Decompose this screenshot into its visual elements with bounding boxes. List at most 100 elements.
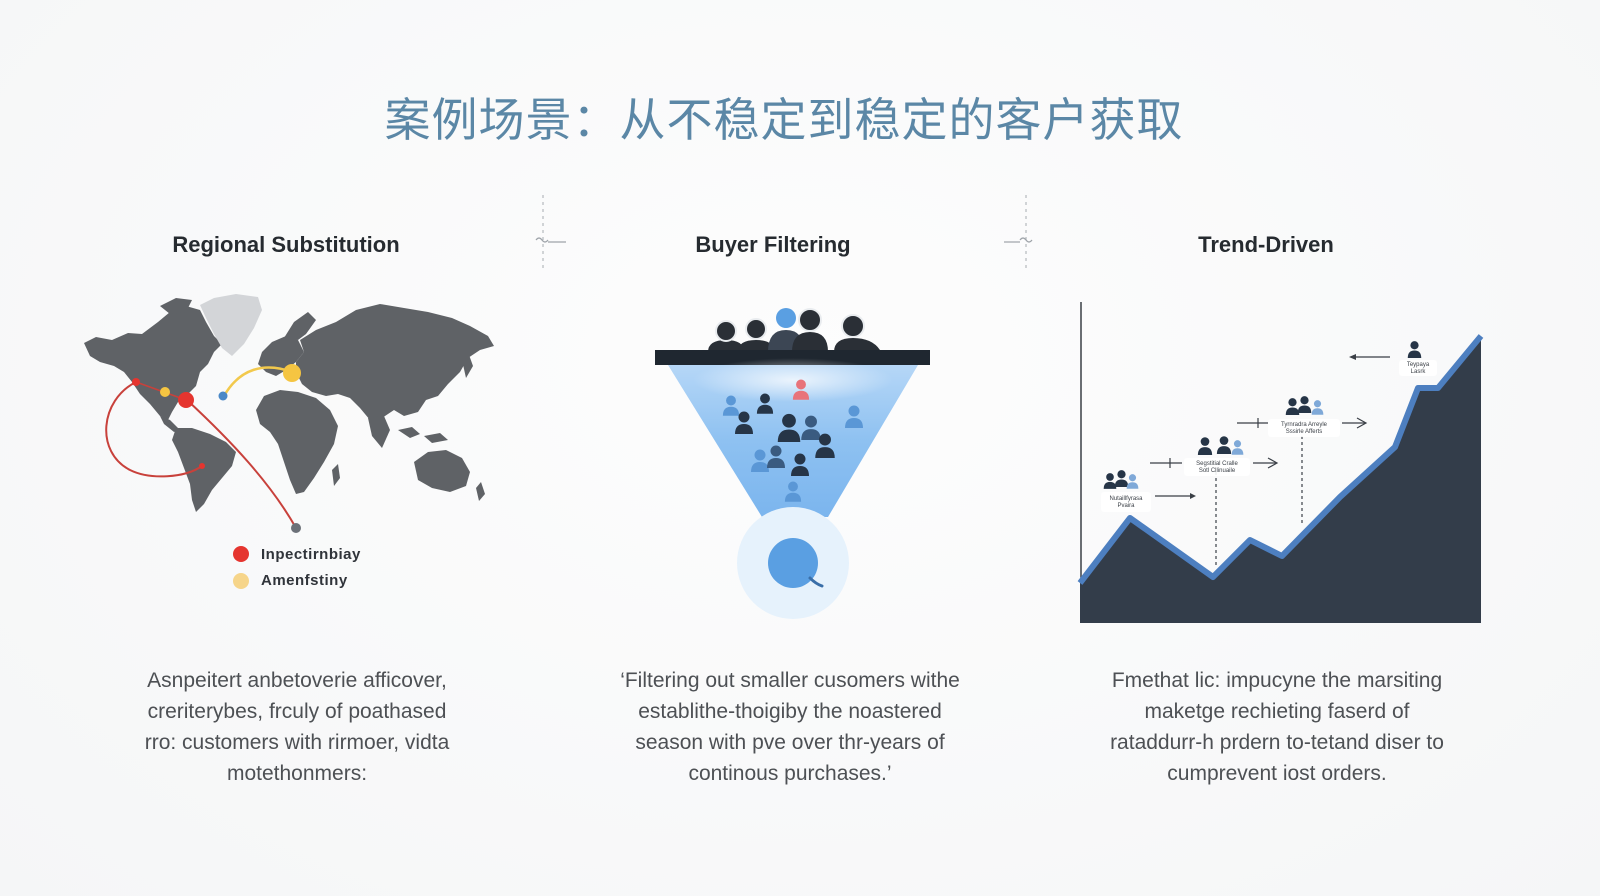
person-head [715,320,737,342]
chart-trend-line [1077,334,1484,585]
person-body [834,338,880,352]
chart-label-box [1399,360,1437,376]
marker-blue [218,391,228,401]
marker-red-small [132,378,140,386]
description-trend-driven: Fmethat lic: impucyne the marsiting make… [1057,665,1497,789]
chart-label-text: Pvaira [1117,503,1135,509]
map-europe [258,336,304,376]
person-head-highlight [776,308,796,328]
map-india [368,416,390,448]
person-icon [1231,440,1244,455]
map-africa [256,390,338,494]
map-central-america [160,416,180,432]
chart-label-text: Sssirle Afferts [1286,429,1323,435]
map-north-america [84,306,222,420]
person-body [792,332,828,352]
legend-dot-yellow [233,573,249,589]
chart-label-b: Segstitial Cralle Sotl Cllinuaile [1150,436,1279,476]
trend-chart: Nutaillfyrasa Pvaira Segstitial Cralle S… [1077,302,1484,623]
map-indonesia [398,427,420,438]
arrow-head [1267,457,1279,469]
heading-buyer-filtering: Buyer Filtering [695,232,851,257]
separator-squiggle [535,237,549,243]
description-line: creriterybes, frculy of poathased [147,700,447,723]
description-line: Fmethat lic: impucyne the marsiting [1111,669,1443,692]
person-body [738,340,774,352]
map-greenland [200,294,262,356]
chart-label-box [1268,419,1340,437]
person-head [745,318,767,340]
person-head [798,308,822,332]
map-madagascar [332,464,340,486]
separator-left [535,195,566,270]
map-arctic-islands [160,298,192,314]
chart-label-box [1184,458,1250,476]
arrow-head [1190,493,1196,499]
person-icon [1311,400,1324,415]
legend-label-yellow: Amenfstiny [261,572,348,589]
legend-dot-red [233,546,249,562]
description-line: maketge rechieting faserd of [1144,700,1410,723]
chart-label-text: Segstitial Cralle [1196,461,1238,467]
person-icon [1407,341,1422,358]
funnel-top-bar [655,350,930,365]
map-japan [462,352,473,378]
description-line: rro: customers with rirmoer, vidta [144,731,450,754]
map-indonesia-east [424,433,448,443]
description-line: season with pve over thr-years of [635,731,945,754]
description-line: ‘Filtering out smaller cusomers withe [620,669,960,692]
separator-right [1004,195,1033,270]
chart-label-text: Teypaya [1407,362,1430,368]
marker-yellow-large [283,364,301,382]
separator-squiggle [1019,237,1033,243]
target-circle-notch [808,576,824,588]
chart-label-text: Sotl Cllinuaile [1199,468,1236,474]
description-line: rataddurr-h prdern to-tetand diser to [1110,731,1444,754]
buyer-crowd [708,308,880,352]
person-icon [1297,396,1312,413]
map-markers [132,364,301,533]
world-map [84,294,494,512]
funnel [655,308,930,619]
person-icon [1216,436,1232,454]
target-circle-icon [768,538,818,588]
description-buyer-filtering: ‘Filtering out smaller cusomers withe es… [570,665,1010,789]
chart-area [1080,336,1481,623]
arrow-head [1349,354,1356,360]
arrow-head [1356,417,1368,429]
route-red-south [186,399,297,529]
person-icon [1197,437,1213,455]
map-scandinavia [284,312,316,340]
marker-gray [291,523,301,533]
page-title: 案例场景：从不稳定到稳定的客户获取 [384,93,1184,147]
map-australia [414,450,470,492]
description-line: establithe-thoigiby the noastered [638,700,942,723]
funnel-glow [693,358,893,402]
marker-red-dot [199,463,205,469]
map-asia [296,304,494,420]
chart-label-d: Teypaya Lasrk [1349,341,1437,376]
chart-label-text: Lasrk [1411,369,1427,375]
description-line: cumprevent iost orders. [1167,762,1387,785]
chart-label-box [1101,492,1151,512]
chart-label-text: Tyrnradra Arreyle [1281,422,1328,428]
legend-label-red: Inpectirnbiay [261,546,361,563]
marker-yellow-small [160,387,170,397]
description-regional-substitution: Asnpeitert anbetoverie afficover, crerit… [77,665,517,789]
marker-red-large [178,392,194,408]
map-legend-dots [233,546,249,589]
route-red-loop [105,381,203,478]
heading-regional-substitution: Regional Substitution [172,232,400,257]
chart-label-text: Nutaillfyrasa [1109,496,1143,502]
description-line: Asnpeitert anbetoverie afficover, [147,669,447,692]
person-body [708,340,744,352]
person-head [841,314,865,338]
description-line: motethonmers: [226,762,368,785]
person-icon [1285,398,1300,415]
chart-label-a: Nutaillfyrasa Pvaira [1101,470,1196,512]
map-new-zealand [476,482,485,501]
chart-label-c: Tyrnradra Arreyle Sssirle Afferts [1237,396,1368,437]
map-south-america [172,428,236,512]
